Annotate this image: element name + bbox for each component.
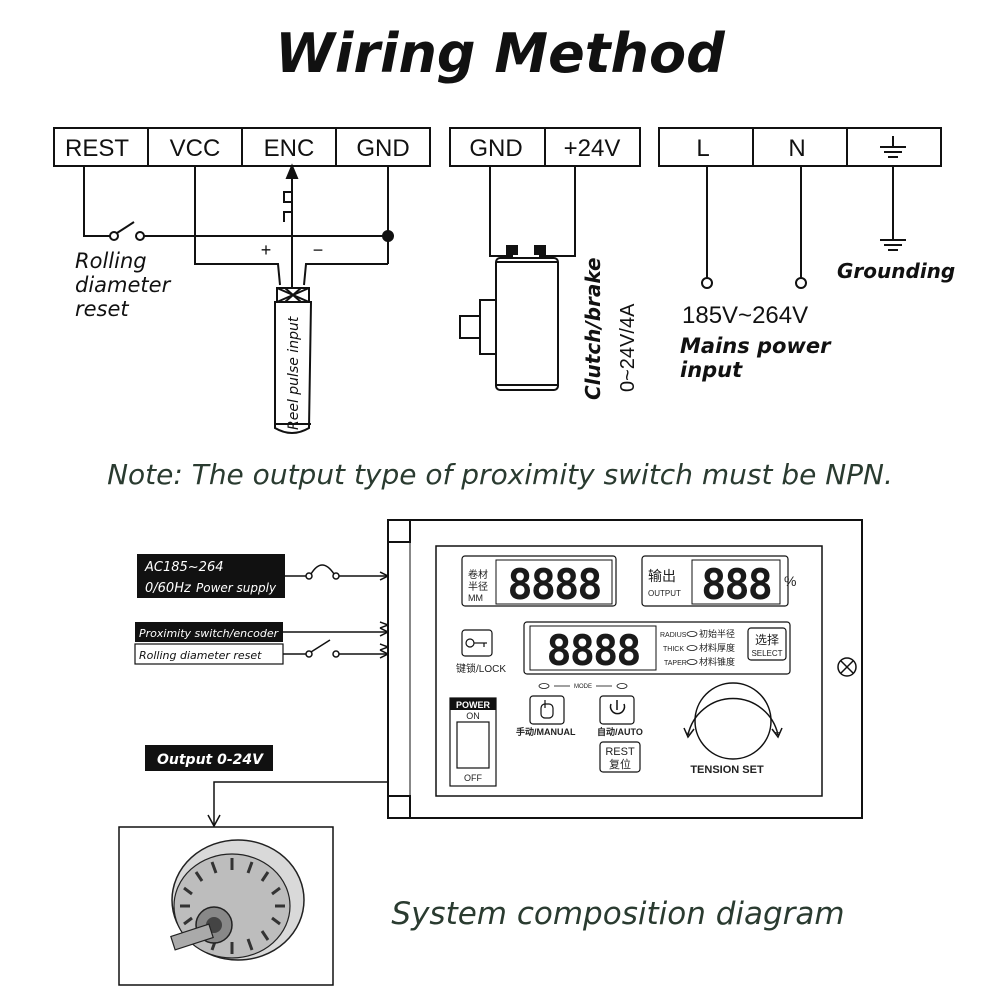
reset-en-label: REST: [605, 746, 635, 758]
output-label: Output 0-24V: [157, 752, 264, 768]
svg-text:THICK: THICK: [663, 646, 684, 653]
rolling-reset-label-2: diameter: [75, 273, 172, 297]
select-en-label: SELECT: [751, 649, 782, 658]
clutch-brake-drawing: [459, 166, 576, 391]
minus-sign: −: [313, 240, 324, 260]
mains-voltage-label: 185V~264V: [682, 302, 808, 329]
svg-text:初始半径: 初始半径: [699, 628, 735, 639]
svg-text:TAPER: TAPER: [664, 660, 687, 667]
mains-power-label-2: input: [680, 358, 743, 382]
terminal-gnd: GND: [356, 135, 409, 162]
npn-note: Note: The output type of proximity switc…: [107, 458, 893, 491]
lock-button[interactable]: [461, 629, 493, 657]
grounding-label: Grounding: [837, 259, 955, 283]
output-wire: [207, 781, 388, 828]
knob-plus: +: [774, 727, 780, 739]
knob-minus: -: [686, 727, 690, 739]
reset-cn-label: 复位: [609, 757, 631, 771]
sensor-wiring: [83, 163, 394, 434]
reel-pulse-input-label: Reel pulse input: [286, 316, 302, 430]
terminal-l: L: [696, 135, 709, 162]
mode-label: MODE: [574, 684, 592, 690]
parameter-readout: 8888: [546, 626, 639, 675]
svg-text:RADIUS: RADIUS: [660, 632, 687, 639]
system-caption: System composition diagram: [391, 896, 844, 932]
terminal-rest: REST: [65, 135, 129, 162]
plus-sign: +: [261, 240, 272, 260]
power-switch[interactable]: [449, 697, 497, 787]
output-cn-label: 输出: [648, 568, 676, 584]
tension-set-label: TENSION SET: [690, 764, 764, 776]
diameter-unit: MM: [468, 593, 483, 603]
power-switch-title: POWER: [456, 700, 491, 710]
manual-button[interactable]: [529, 695, 565, 725]
diameter-cn-1: 卷材: [468, 568, 488, 581]
clutch-terminal-block: [449, 127, 641, 167]
output-en-label: OUTPUT: [648, 589, 681, 598]
power-off-label: OFF: [464, 773, 482, 783]
terminal-enc: ENC: [264, 135, 315, 162]
mounting-screw-icon: [837, 657, 857, 677]
sensor-terminal-block: [53, 127, 431, 167]
rolling-diameter-reset-label: Rolling diameter reset: [139, 649, 262, 662]
output-label-box: [145, 745, 273, 771]
power-supply-label-box: [137, 554, 285, 598]
terminal-vcc: VCC: [170, 135, 221, 162]
auto-cycle-icon: [609, 700, 626, 715]
select-button[interactable]: 选择 SELECT: [747, 627, 787, 661]
diameter-cn-2: 半径: [468, 580, 488, 593]
terminal-clutch-24v: +24V: [564, 135, 621, 162]
tension-knob[interactable]: [683, 682, 783, 760]
ground-terminal-icon: [880, 136, 906, 158]
rolling-reset-label-1: Rolling: [75, 249, 147, 273]
reset-button[interactable]: REST 复位: [599, 741, 641, 773]
clutch-brake-label: Clutch/brake: [581, 257, 605, 400]
parameter-display: [523, 621, 791, 675]
output-readout: 888: [701, 560, 771, 609]
input-wires: [282, 564, 390, 659]
terminal-clutch-gnd: GND: [469, 135, 522, 162]
proximity-label-box: [134, 622, 284, 665]
diameter-readout: 8888: [507, 560, 600, 609]
mains-power-label-1: Mains power: [680, 334, 832, 358]
power-supply-suffix: Power supply: [196, 581, 277, 595]
hand-icon: [540, 700, 554, 719]
svg-text:材料厚度: 材料厚度: [699, 642, 735, 653]
percent-sign: %: [784, 573, 796, 589]
rolling-reset-label-3: reset: [75, 297, 129, 321]
indicator-radius: RADIUS 初始半径: [660, 628, 735, 639]
key-icon: [465, 638, 487, 648]
magnetic-clutch-illustration: [118, 826, 334, 986]
power-wiring: [701, 166, 906, 289]
auto-button[interactable]: [599, 695, 635, 725]
indicator-taper: TAPER 材料锥度: [664, 656, 735, 667]
power-supply-line-2: 0/60Hz: [145, 581, 192, 596]
mode-indicators: [538, 683, 628, 689]
clutch-rating-label: 0~24V/4A: [617, 303, 639, 392]
proximity-switch-label: Proximity switch/encoder: [139, 627, 280, 640]
auto-label: 自动/AUTO: [597, 726, 643, 737]
power-on-label: ON: [466, 711, 480, 721]
select-cn-label: 选择: [755, 633, 779, 647]
terminal-n: N: [788, 135, 805, 162]
manual-label: 手动/MANUAL: [516, 726, 576, 737]
svg-text:材料锥度: 材料锥度: [699, 656, 735, 667]
page-title: Wiring Method: [275, 22, 726, 85]
indicator-thick: THICK 材料厚度: [663, 642, 735, 653]
power-supply-line-1: AC185~264: [144, 560, 224, 575]
lock-label: 键锁/LOCK: [456, 662, 506, 675]
